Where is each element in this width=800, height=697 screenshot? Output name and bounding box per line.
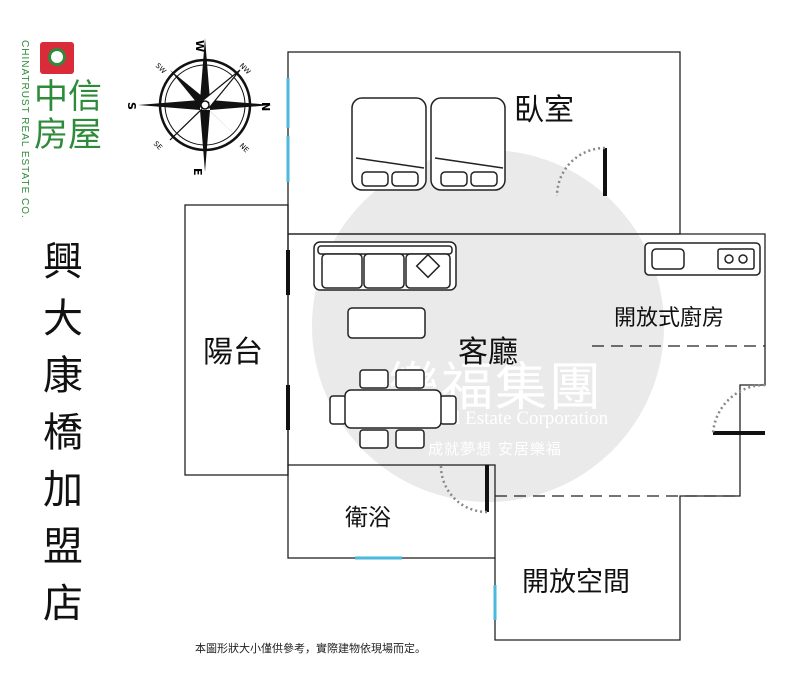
compass-label-w: W bbox=[193, 40, 206, 52]
store-name: 興大康橋加盟店 bbox=[36, 240, 82, 639]
room-label-balcony: 陽台 bbox=[203, 335, 263, 370]
room-label-open-kitchen: 開放式廚房 bbox=[614, 306, 725, 331]
compass-rose-icon: W E S N SW NW SE NE bbox=[128, 38, 272, 176]
sofa-icon bbox=[313, 241, 457, 291]
door-swing bbox=[439, 465, 488, 514]
brand-logo-icon bbox=[40, 42, 74, 74]
brand-chinese-name: 中信房屋 bbox=[34, 77, 102, 155]
stove-icon bbox=[644, 242, 761, 276]
door-swing bbox=[555, 146, 606, 197]
compass-label-e: E bbox=[191, 168, 204, 176]
main-walls bbox=[288, 233, 766, 641]
bathroom-walls bbox=[287, 464, 496, 559]
room-label-bedroom: 臥室 bbox=[514, 93, 574, 128]
brand-english-name: CHINATRUST REAL ESTATE CO. bbox=[19, 40, 30, 219]
room-label-living-room: 客廳 bbox=[458, 335, 518, 370]
room-label-bathroom: 衛浴 bbox=[345, 505, 391, 531]
bed-icon bbox=[430, 97, 506, 191]
bed-icon bbox=[351, 97, 427, 191]
compass-label-n: N bbox=[259, 102, 272, 111]
compass-label-se: SE bbox=[152, 140, 164, 152]
room-label-open-space: 開放空間 bbox=[522, 567, 630, 598]
watermark-slogan: 成就夢想 安居樂福 bbox=[428, 440, 562, 458]
coffee-table-icon bbox=[347, 307, 426, 339]
dining-table-icon bbox=[329, 369, 457, 449]
door-swing bbox=[711, 383, 766, 434]
disclaimer-text: 本圖形狀大小僅供參考，實際建物依現場而定。 bbox=[195, 642, 426, 655]
compass-label-s: S bbox=[128, 102, 138, 110]
